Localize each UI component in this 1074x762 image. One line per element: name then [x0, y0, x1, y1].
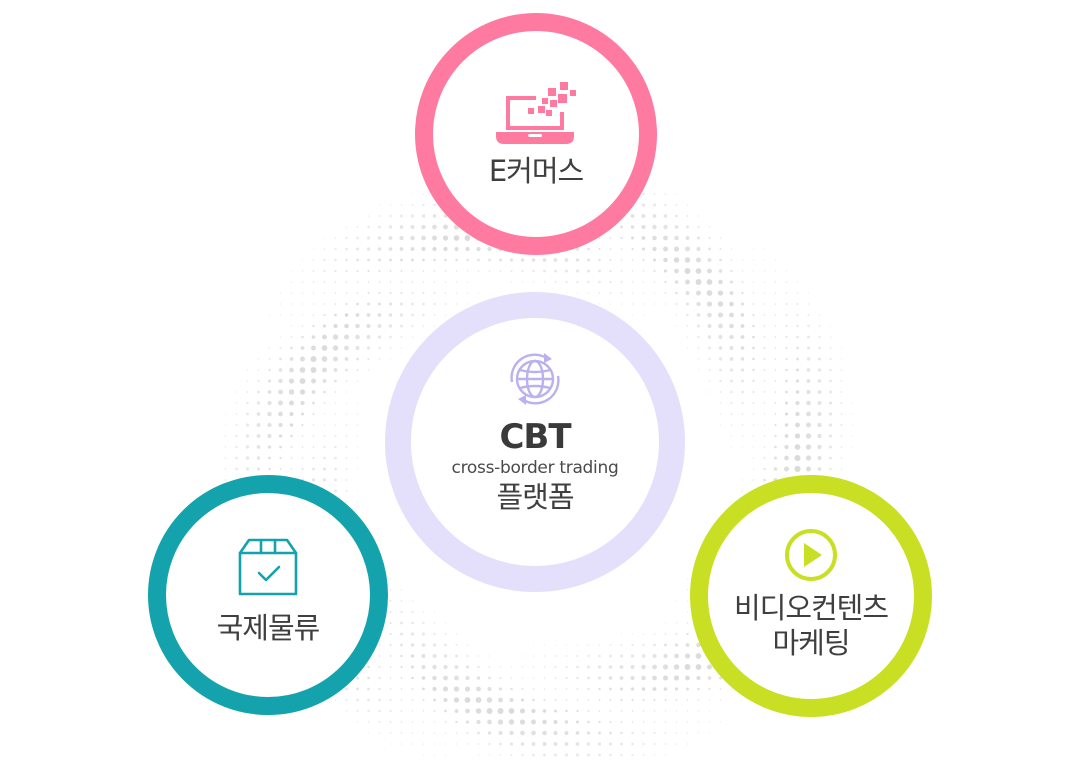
video-label-line2: 마케팅: [772, 626, 850, 660]
ecommerce-label: E커머스: [488, 154, 584, 189]
video-label-line1: 비디오컨텐츠: [733, 590, 889, 625]
globe-sync-icon: [510, 352, 560, 405]
play-circle-icon: [785, 528, 837, 581]
node-ecommerce: E커머스: [415, 13, 657, 255]
box-check-icon: [238, 539, 298, 596]
node-logistics: 국제물류: [148, 475, 388, 715]
node-cbt-platform: CBT cross-border trading 플랫폼: [385, 292, 685, 592]
cbt-platform-label: 플랫폼: [496, 480, 574, 515]
logistics-label: 국제물류: [216, 611, 321, 646]
laptop-pixels-icon: [496, 82, 576, 145]
cbt-title: CBT: [499, 416, 571, 457]
cbt-subtitle: cross-border trading: [451, 457, 619, 478]
node-video-marketing: 비디오컨텐츠 마케팅: [690, 475, 932, 717]
